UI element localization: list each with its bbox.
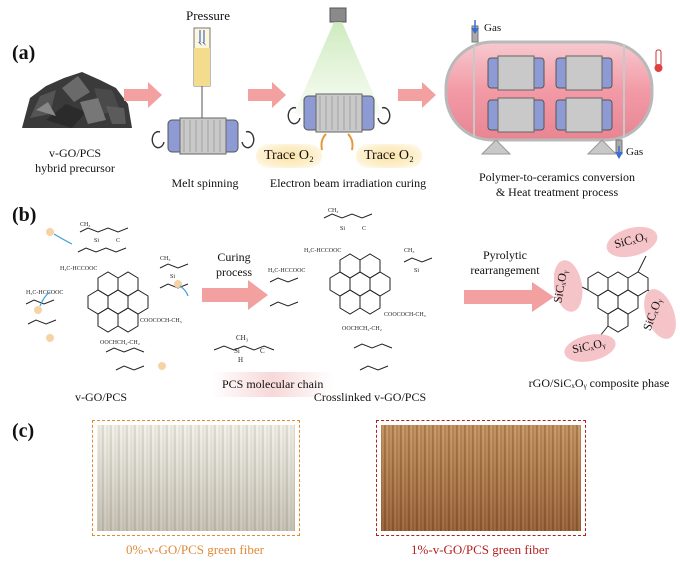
svg-text:CH₃: CH₃: [404, 248, 414, 254]
svg-text:H₃C-HCCOOC: H₃C-HCCOOC: [60, 266, 97, 272]
curing-label: Curing process: [204, 250, 264, 280]
svg-text:C: C: [260, 347, 265, 355]
svg-text:Si: Si: [170, 274, 175, 280]
curing-label-line2: process: [216, 265, 252, 279]
crosslinked-structure: CH₃ Si C H₃C-HCCOOC H₃C-HCCOOC COOCOCH-CH₃ O…: [268, 208, 433, 371]
svg-text:H₃C-HCCOOC: H₃C-HCCOOC: [26, 290, 63, 296]
melt-spinning-caption: Melt spinning: [171, 176, 239, 190]
furnace-caption-line1: Polymer-to-ceramics conversion: [478, 170, 636, 184]
svg-text:COOCOCH-CH₃: COOCOCH-CH₃: [384, 312, 426, 318]
svg-text:C: C: [362, 226, 366, 232]
fiber-right-image: [381, 425, 581, 531]
svg-text:H₃C-HCCOOC: H₃C-HCCOOC: [268, 268, 305, 274]
pressure-label: Pressure: [185, 8, 231, 23]
curing-label-line1: Curing: [217, 250, 251, 264]
panel-a-label: (a): [12, 42, 36, 64]
vgo-pcs-caption: v-GO/PCS: [74, 390, 127, 404]
svg-text:CH₃: CH₃: [328, 208, 338, 214]
svg-text:OOCHCH₂-CH₂: OOCHCH₂-CH₂: [342, 326, 382, 332]
curing-arrow: [202, 280, 268, 310]
gas-out-label: Gas: [626, 146, 644, 158]
svg-text:Si: Si: [414, 268, 419, 274]
trace-o2-left: Trace O₂: [256, 144, 322, 168]
panel-b-label: (b): [12, 204, 37, 226]
svg-text:CH₃: CH₃: [236, 334, 249, 342]
trace-o2-right: Trace O₂: [356, 144, 422, 168]
svg-text:CH₃: CH₃: [80, 222, 90, 228]
svg-text:H: H: [238, 356, 243, 364]
svg-text:Si: Si: [234, 347, 240, 355]
precursor-caption: v-GO/PCS hybrid precursor: [20, 146, 130, 176]
furnace-caption: Polymer-to-ceramics conversion & Heat tr…: [452, 170, 662, 200]
composite-caption: rGO/SiCₓOᵧ composite phase: [528, 376, 670, 390]
svg-text:CH₃: CH₃: [160, 256, 170, 262]
svg-text:OOCHCH₂-CH₂: OOCHCH₂-CH₂: [100, 340, 140, 346]
melt-spinning-apparatus: [151, 27, 255, 155]
process-arrow-2: [248, 82, 286, 108]
precursor-caption-line2: hybrid precursor: [35, 161, 115, 175]
vgo-pcs-structure: CH₃ Si C H₃C-HCCOOC H₃C-HCCOOC COOCOCH-CH₃ O…: [25, 222, 189, 371]
pcs-chain-structure: CH₃ HSi C: [213, 334, 275, 364]
svg-text:COOCOCH-CH₃: COOCOCH-CH₃: [140, 318, 182, 324]
pyrolytic-arrow: [464, 282, 554, 312]
pcs-chain-caption: PCS molecular chain: [212, 372, 334, 397]
fiber-right-frame: [376, 420, 586, 536]
process-arrow-3: [398, 82, 436, 108]
svg-text:Si: Si: [340, 226, 345, 232]
fiber-left-caption: 0%-v-GO/PCS green fiber: [126, 542, 264, 557]
pyrolytic-label-line2: rearrangement: [470, 263, 540, 277]
process-arrow-1: [124, 82, 162, 108]
crosslinked-caption: Crosslinked v-GO/PCS: [313, 390, 427, 404]
fiber-left-image: [97, 425, 295, 531]
pyrolytic-label-line1: Pyrolytic: [483, 248, 527, 262]
precursor-caption-line1: v-GO/PCS: [48, 146, 101, 160]
svg-text:C: C: [116, 238, 120, 244]
ebeam-apparatus: [287, 7, 391, 151]
pyrolytic-label: Pyrolytic rearrangement: [460, 248, 550, 278]
precursor-pile-image: [22, 72, 132, 128]
ebeam-caption: Electron beam irradiation curing: [269, 176, 427, 190]
panel-c-label: (c): [12, 420, 35, 442]
fiber-left-frame: [92, 420, 300, 536]
furnace-vessel: [444, 20, 663, 159]
svg-text:H₃C-HCCOOC: H₃C-HCCOOC: [304, 248, 341, 254]
furnace-caption-line2: & Heat treatment process: [495, 185, 619, 199]
fiber-right-caption: 1%-v-GO/PCS green fiber: [411, 542, 549, 557]
composite-phase-structure: [554, 226, 676, 362]
gas-in-label: Gas: [484, 22, 502, 34]
svg-text:Si: Si: [94, 238, 99, 244]
